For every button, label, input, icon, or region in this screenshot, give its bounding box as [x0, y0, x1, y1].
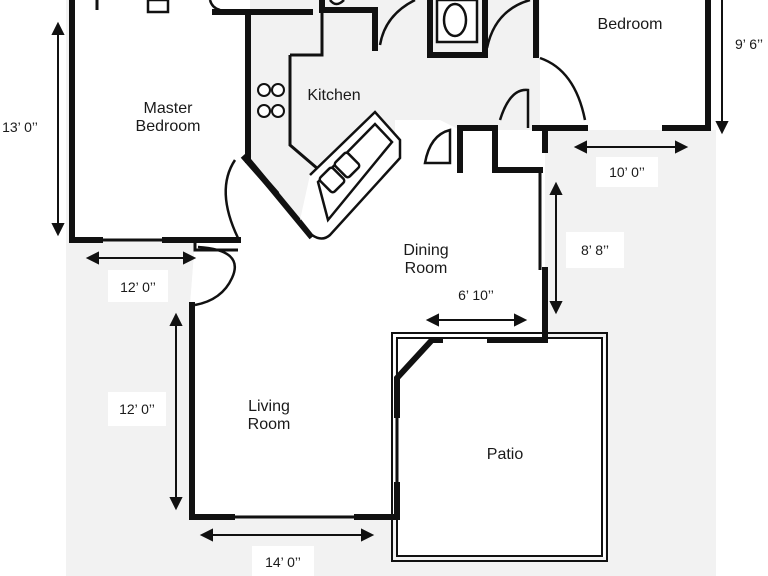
- label-master-bedroom-line1: Master: [143, 100, 193, 117]
- label-dining-line2: Room: [404, 260, 448, 277]
- dim-bedroom-width: 10’ 0’’: [609, 164, 645, 180]
- kitchen-counter: [299, 110, 402, 240]
- label-master-bedroom-line2: Bedroom: [135, 118, 201, 135]
- label-patio: Patio: [486, 446, 524, 463]
- label-dining-line1: Dining: [403, 242, 449, 259]
- label-kitchen: Kitchen: [307, 87, 361, 104]
- patio-outline: [391, 332, 608, 562]
- label-bedroom: Bedroom: [597, 16, 663, 33]
- bath-fixtures: [146, 0, 479, 44]
- label-living-line1: Living: [248, 398, 290, 415]
- label-pads: [0, 28, 768, 576]
- dimension-lines: [51, 0, 729, 542]
- dim-dining-height: 8’ 8’’: [580, 242, 610, 258]
- label-living-line2: Room: [247, 416, 291, 433]
- dim-bedroom-height: 9’ 6’’: [734, 36, 764, 52]
- label-dining-room: Dining Room: [386, 242, 466, 278]
- dim-living-height: 12’ 0’’: [119, 401, 155, 417]
- stove-burners: [257, 83, 285, 118]
- dim-dining-width: 6’ 10’’: [458, 287, 494, 303]
- label-master-bedroom: Master Bedroom: [118, 100, 218, 136]
- dim-master-height: 13’ 0’’: [2, 119, 38, 135]
- dim-living-width: 14’ 0’’: [265, 554, 301, 570]
- label-living-room: Living Room: [229, 398, 309, 434]
- dim-master-width: 12’ 0’’: [120, 279, 156, 295]
- door-swings: [194, 0, 587, 307]
